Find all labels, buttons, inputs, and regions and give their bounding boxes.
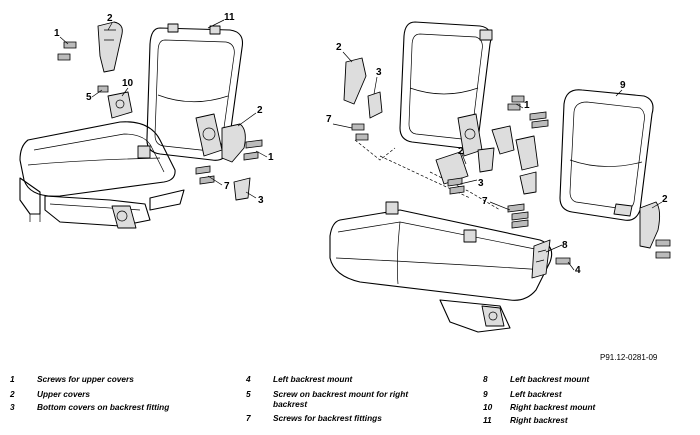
legend-text: Left backrest mount (273, 374, 353, 384)
seat-exploded-diagram: 1 2 10 5 11 2 1 7 3 2 3 7 1 9 2 3 7 8 4 … (19, 12, 671, 333)
legend-text: Bottom covers on backrest fitting (37, 402, 170, 412)
callout-7-center: 7 (482, 196, 488, 207)
callout-7-right-top: 7 (326, 114, 332, 125)
left-backrest (559, 89, 654, 221)
left-backrest-mount (531, 239, 571, 279)
legend-number: 5 (246, 389, 251, 399)
legend-number: 8 (483, 374, 488, 384)
callout-1-right-top: 1 (524, 100, 530, 111)
legend-number: 10 (483, 402, 493, 412)
legend-number: 1 (10, 374, 15, 384)
legend-text: Screws for backrest fittings (273, 413, 382, 423)
legend-text: Right backrest (510, 415, 568, 425)
callout-5: 5 (86, 92, 92, 103)
left-seat-assembly (19, 21, 263, 229)
callout-2-right-top: 2 (336, 42, 342, 53)
callout-11: 11 (224, 12, 235, 23)
callout-2-far-right: 2 (662, 194, 668, 205)
upper-cover-far-right (639, 201, 671, 259)
bench-frame (439, 299, 511, 333)
seat-frame (19, 177, 185, 229)
legend-text: Left backrest (510, 389, 562, 399)
legend-text: Upper covers (37, 389, 91, 399)
reference-code: P91.12-0281-09 (600, 353, 658, 362)
callout-7-left: 7 (224, 181, 230, 192)
legend-text: Left backrest mount (510, 374, 590, 384)
legend-number: 7 (246, 413, 251, 423)
backrest-fitting-left (195, 113, 263, 201)
callout-3-right-top: 3 (376, 67, 382, 78)
right-backrest (146, 23, 244, 161)
legend-text: Screws for upper covers (37, 374, 134, 384)
screws-upper-right (507, 95, 549, 129)
legend-number: 3 (10, 402, 15, 412)
callout-labels: 1 2 10 5 11 2 1 7 3 2 3 7 1 9 2 3 7 8 4 … (54, 12, 668, 276)
screws-upper-left (57, 41, 77, 61)
legend-text: Screw on backrest mount for right backre… (273, 389, 409, 409)
legend-number: 4 (246, 374, 251, 384)
callout-4: 4 (575, 265, 581, 276)
seat-cushion (19, 121, 176, 197)
legend-text: Right backrest mount (510, 402, 596, 412)
callout-3-left: 3 (258, 195, 264, 206)
center-fittings (435, 113, 539, 195)
legend-number: 2 (10, 389, 15, 399)
upper-cover-right (343, 57, 383, 141)
callout-2-center: 2 (458, 146, 464, 157)
callout-1-upper-left-screws: 1 (54, 28, 60, 39)
callout-3-center: 3 (478, 178, 484, 189)
screws-backrest-fittings (447, 177, 529, 229)
leader-lines (59, 19, 663, 271)
callout-8: 8 (562, 240, 568, 251)
upper-cover-left (97, 21, 123, 73)
right-backrest-mount (97, 85, 133, 119)
bench-cushion (329, 201, 553, 301)
callout-9: 9 (620, 80, 626, 91)
legend-number: 11 (483, 415, 492, 425)
callout-10: 10 (122, 78, 134, 89)
right-seat-assembly (329, 21, 671, 333)
callout-2-upper-left-cover: 2 (107, 13, 113, 24)
legend-number: 9 (483, 389, 488, 399)
callout-1-left-fitting: 1 (268, 152, 274, 163)
callout-2-left-fitting: 2 (257, 105, 263, 116)
